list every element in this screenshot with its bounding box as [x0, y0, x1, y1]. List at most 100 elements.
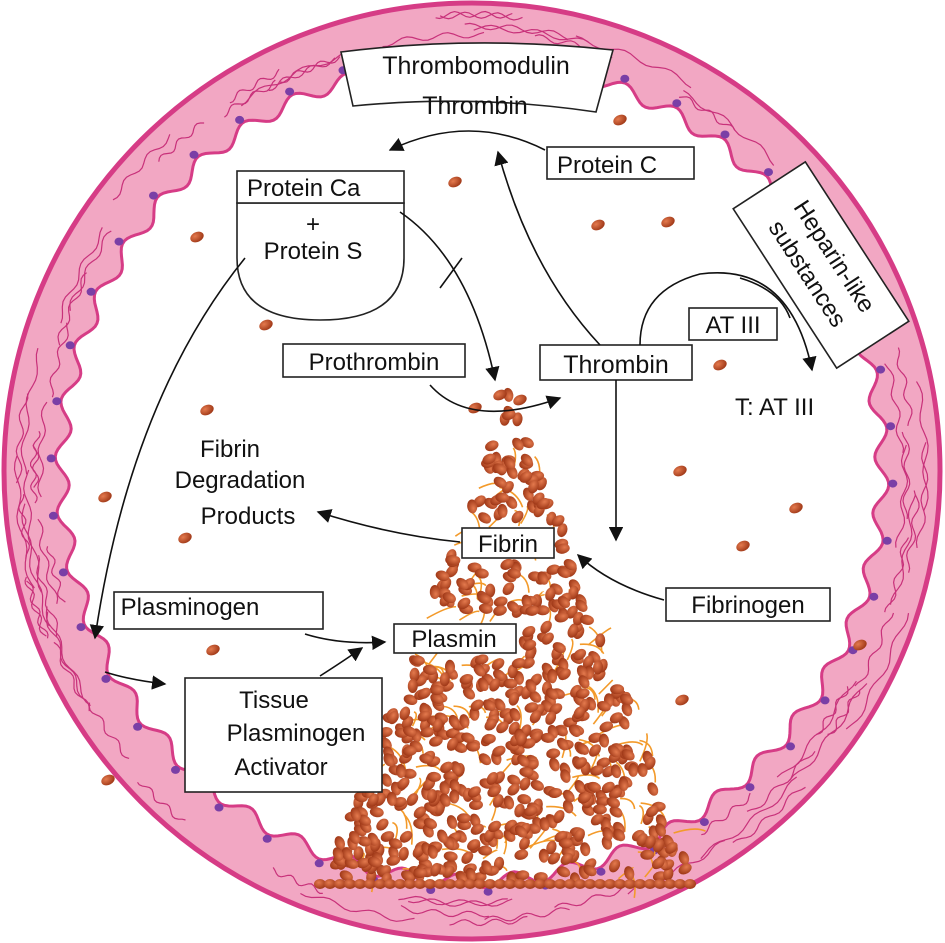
- red-blood-cell: [456, 813, 471, 824]
- red-blood-cell: [644, 879, 656, 889]
- red-blood-cell: [446, 815, 458, 829]
- wall-fiber-line: [229, 68, 280, 104]
- red-blood-cell: [684, 879, 696, 889]
- red-blood-cell: [573, 706, 586, 720]
- wall-fiber-line: [20, 347, 39, 475]
- red-blood-cell: [637, 763, 648, 777]
- fibrin-strand: [598, 679, 614, 695]
- red-blood-cell: [551, 515, 565, 527]
- red-blood-cell: [486, 771, 499, 785]
- arrow-plasminogen-to-plasmin: [304, 633, 387, 651]
- red-blood-cell: [413, 868, 428, 879]
- red-blood-cell: [485, 583, 496, 598]
- red-blood-cell: [575, 688, 590, 699]
- wall-fiber-line: [26, 580, 49, 639]
- fibrinogen-label: Fibrinogen: [691, 592, 804, 619]
- fibrin-strand: [482, 849, 498, 860]
- red-blood-cell: [401, 870, 415, 882]
- endothelial-nucleus: [285, 87, 295, 96]
- red-blood-cell: [497, 503, 508, 518]
- red-blood-cell: [443, 851, 458, 862]
- red-blood-cell: [481, 860, 493, 874]
- red-blood-cell: [647, 782, 659, 796]
- red-blood-cell: [98, 491, 112, 503]
- red-blood-cell: [596, 796, 610, 807]
- red-blood-cell: [592, 804, 607, 815]
- endothelial-nucleus: [189, 150, 199, 159]
- red-blood-cell: [427, 844, 438, 859]
- red-blood-cell: [412, 845, 425, 858]
- red-blood-cell: [504, 879, 516, 889]
- red-blood-cell: [588, 732, 603, 743]
- red-blood-cell: [645, 805, 659, 818]
- red-blood-cell: [557, 595, 571, 609]
- wall-fiber-line: [30, 445, 38, 504]
- wall-fiber-line: [158, 122, 205, 162]
- red-blood-cell: [599, 721, 614, 733]
- protein-ca-s-complex: Protein Ca + Protein S: [236, 170, 405, 321]
- red-blood-cell: [482, 453, 496, 465]
- fibrin-strand: [620, 797, 636, 810]
- wall-fiber-line: [60, 227, 103, 324]
- protein-ca-label: Protein Ca: [247, 175, 361, 202]
- red-blood-cell: [519, 767, 534, 778]
- wall-fiber-line: [816, 686, 849, 735]
- red-blood-cell: [577, 792, 592, 804]
- red-blood-cell: [459, 674, 474, 685]
- endothelial-nucleus: [214, 803, 224, 812]
- red-blood-cell: [661, 216, 675, 228]
- red-blood-cell: [449, 789, 460, 804]
- red-blood-cell: [446, 737, 459, 751]
- endothelial-nucleus: [314, 859, 324, 868]
- wall-fiber-line: [701, 792, 751, 836]
- endothelial-nucleus: [149, 191, 158, 200]
- pathway-arrows: [89, 130, 817, 690]
- endothelial-nucleus: [699, 818, 709, 827]
- red-blood-cell: [487, 786, 501, 798]
- red-blood-cell: [678, 863, 692, 875]
- red-blood-cell: [528, 479, 539, 494]
- plasminogen-label: Plasminogen: [121, 594, 260, 621]
- wall-fiber-line: [137, 781, 186, 821]
- wall-fiber-line: [398, 895, 508, 907]
- red-blood-cell: [546, 748, 561, 759]
- red-blood-cell: [178, 532, 192, 544]
- red-blood-cell: [491, 658, 505, 671]
- plasmin-node: Plasmin: [393, 623, 517, 654]
- fibrin-strand: [673, 828, 706, 834]
- fibrin-strand: [588, 685, 600, 713]
- red-blood-cell: [427, 771, 442, 782]
- red-blood-cell: [493, 596, 508, 607]
- red-blood-cell: [673, 465, 687, 477]
- red-blood-cell: [332, 847, 344, 861]
- red-blood-cell: [664, 879, 676, 889]
- red-blood-cell: [324, 879, 336, 889]
- red-blood-cell: [674, 879, 686, 889]
- red-blood-cell: [525, 605, 540, 616]
- wall-fiber-line: [69, 230, 112, 311]
- red-blood-cell: [439, 781, 450, 795]
- red-blood-cell: [414, 879, 426, 889]
- trapped-red-cells: [314, 387, 696, 889]
- endothelial-nucleus: [876, 365, 886, 374]
- at3-node: AT III: [688, 307, 778, 341]
- fibrin-strand: [587, 627, 612, 646]
- endothelial-nucleus: [133, 722, 143, 731]
- protein-c-node: Protein C: [546, 146, 695, 180]
- fibrin-degradation-products: Fibrin Degradation Products: [175, 436, 306, 530]
- red-blood-cell: [517, 794, 532, 805]
- red-blood-cell: [602, 827, 613, 841]
- red-blood-cell: [652, 857, 665, 870]
- red-blood-cell: [424, 879, 436, 889]
- wall-fiber-line: [31, 430, 41, 488]
- endothelial-nucleus: [786, 742, 795, 751]
- red-blood-cell: [314, 879, 326, 889]
- red-blood-cell: [503, 678, 518, 689]
- wall-fiber-line: [382, 31, 485, 48]
- red-blood-cell: [348, 830, 361, 845]
- red-blood-cell: [555, 543, 570, 554]
- endothelial-nucleus: [46, 454, 56, 463]
- arrow-tpa-to-plasmin: [319, 647, 364, 677]
- wall-fiber-line: [901, 431, 911, 520]
- arrow-thrombin-to-at3-complex: [639, 272, 817, 372]
